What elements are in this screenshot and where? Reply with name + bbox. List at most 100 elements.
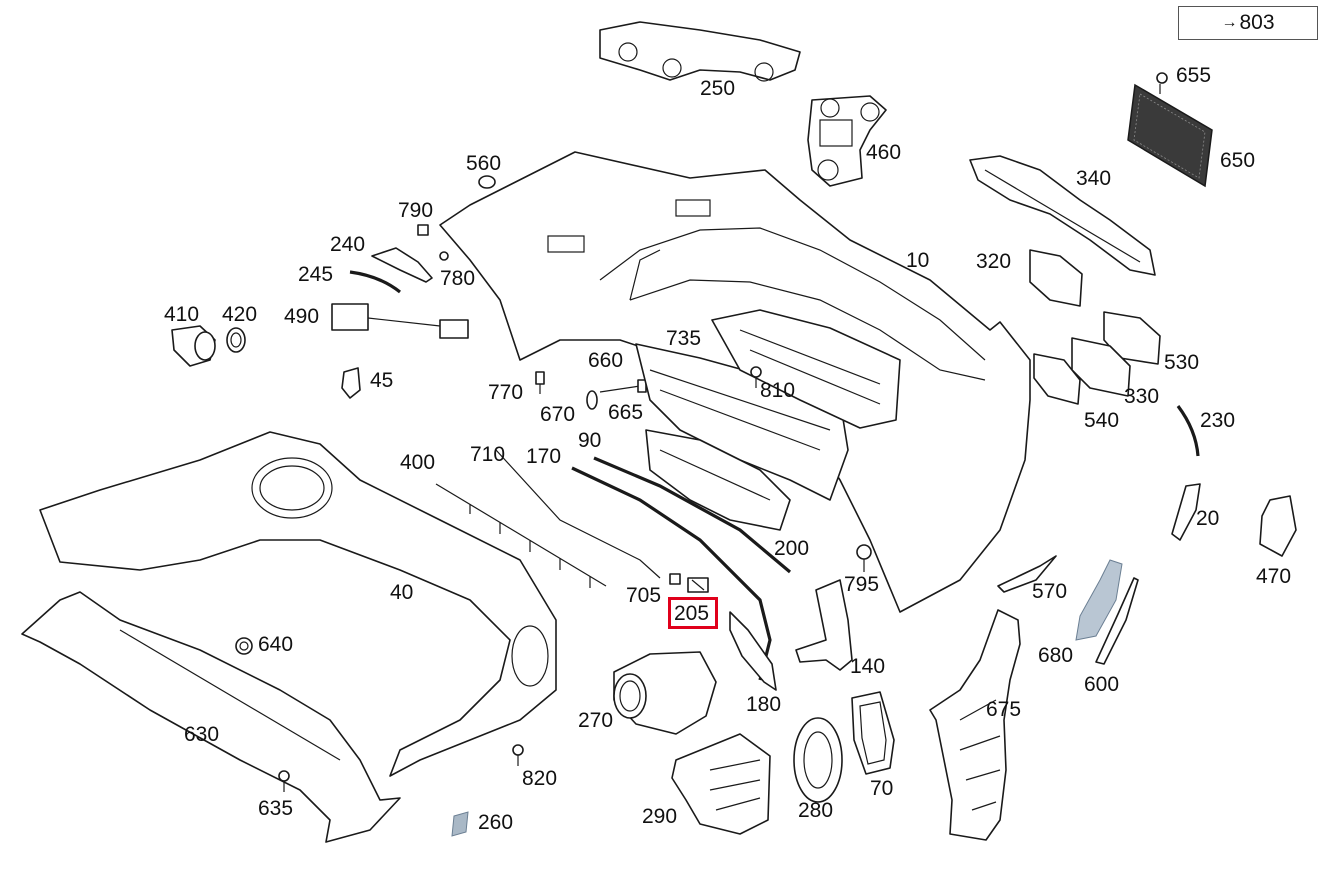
part-230: [1176, 405, 1200, 457]
part-420-ring: [226, 327, 246, 353]
part-410-sensor: [171, 325, 216, 367]
callout-490[interactable]: 490: [284, 305, 320, 328]
callout-330[interactable]: 330: [1124, 385, 1160, 408]
callout-635[interactable]: 635: [258, 797, 294, 820]
callout-90[interactable]: 90: [578, 429, 602, 452]
callout-140[interactable]: 140: [850, 655, 886, 678]
callout-460[interactable]: 460: [866, 141, 902, 164]
callout-540[interactable]: 540: [1084, 409, 1120, 432]
callout-735[interactable]: 735: [666, 327, 702, 350]
part-245: [349, 270, 401, 294]
callout-180[interactable]: 180: [746, 693, 782, 716]
reference-803-link[interactable]: → 803: [1178, 6, 1318, 40]
part-665-bolt: [599, 379, 647, 393]
part-205-clip: [687, 577, 709, 593]
part-400-harness: [435, 483, 607, 588]
callout-320[interactable]: 320: [976, 250, 1012, 273]
callout-250[interactable]: 250: [700, 77, 736, 100]
callout-20[interactable]: 20: [1196, 507, 1220, 530]
part-240: [371, 247, 433, 283]
part-40-lower-bumper: [39, 431, 557, 777]
callout-10[interactable]: 10: [906, 249, 930, 272]
part-290: [671, 733, 771, 835]
part-670-washer: [586, 390, 598, 410]
callout-410[interactable]: 410: [164, 303, 200, 326]
reference-label: 803: [1239, 11, 1275, 34]
part-705-clip: [669, 573, 681, 585]
part-810: [750, 366, 762, 388]
callout-400[interactable]: 400: [400, 451, 436, 474]
part-460: [807, 95, 887, 187]
part-655-screw: [1156, 72, 1168, 94]
callout-795[interactable]: 795: [844, 573, 880, 596]
callout-655[interactable]: 655: [1176, 64, 1212, 87]
callout-810[interactable]: 810: [760, 379, 796, 402]
part-10-bumper-cover: [439, 151, 1031, 613]
callout-290[interactable]: 290: [642, 805, 678, 828]
callout-530[interactable]: 530: [1164, 351, 1200, 374]
callout-710[interactable]: 710: [470, 443, 506, 466]
part-280: [793, 717, 843, 803]
part-680: [1075, 559, 1123, 641]
callout-230[interactable]: 230: [1200, 409, 1236, 432]
callout-705[interactable]: 705: [626, 584, 662, 607]
part-635-screw: [278, 770, 290, 792]
part-540: [1033, 353, 1081, 405]
part-795: [856, 544, 872, 572]
part-790: [417, 224, 429, 236]
callout-170[interactable]: 170: [526, 445, 562, 468]
callout-205[interactable]: 205: [674, 602, 710, 625]
callout-280[interactable]: 280: [798, 799, 834, 822]
part-70: [851, 691, 895, 775]
callout-560[interactable]: 560: [466, 152, 502, 175]
callout-790[interactable]: 790: [398, 199, 434, 222]
part-200: [645, 429, 791, 531]
part-140: [795, 579, 853, 671]
callout-340[interactable]: 340: [1076, 167, 1112, 190]
callout-670[interactable]: 670: [540, 403, 576, 426]
callout-270[interactable]: 270: [578, 709, 614, 732]
callout-680[interactable]: 680: [1038, 644, 1074, 667]
callout-820[interactable]: 820: [522, 767, 558, 790]
callout-570[interactable]: 570: [1032, 580, 1068, 603]
callout-675[interactable]: 675: [986, 698, 1022, 721]
part-530: [1103, 311, 1161, 365]
part-735-bracket: [711, 309, 901, 429]
part-20: [1171, 483, 1201, 541]
part-570: [997, 555, 1057, 593]
part-490: [331, 303, 469, 339]
callout-640[interactable]: 640: [258, 633, 294, 656]
part-340: [969, 155, 1156, 276]
callout-45[interactable]: 45: [370, 369, 394, 392]
part-780: [439, 251, 449, 261]
part-770: [535, 371, 545, 394]
part-600: [1095, 577, 1139, 665]
callout-630[interactable]: 630: [184, 723, 220, 746]
callout-240[interactable]: 240: [330, 233, 366, 256]
part-640-nut: [235, 637, 253, 655]
callout-245[interactable]: 245: [298, 263, 334, 286]
callout-770[interactable]: 770: [488, 381, 524, 404]
part-710-rod: [495, 449, 661, 579]
part-320: [1029, 249, 1083, 307]
part-470: [1259, 495, 1297, 557]
callout-200[interactable]: 200: [774, 537, 810, 560]
callout-665[interactable]: 665: [608, 401, 644, 424]
callout-660[interactable]: 660: [588, 349, 624, 372]
callout-600[interactable]: 600: [1084, 673, 1120, 696]
part-560: [478, 175, 496, 189]
callout-650[interactable]: 650: [1220, 149, 1256, 172]
part-170-strip: [571, 466, 772, 681]
part-180: [729, 611, 777, 691]
callout-470[interactable]: 470: [1256, 565, 1292, 588]
callout-260[interactable]: 260: [478, 811, 514, 834]
part-270: [613, 651, 717, 735]
callout-40[interactable]: 40: [390, 581, 414, 604]
part-675: [929, 609, 1021, 841]
callout-70[interactable]: 70: [870, 777, 894, 800]
part-90-strip: [593, 456, 792, 574]
part-820-screw: [512, 744, 524, 766]
callout-780[interactable]: 780: [440, 267, 476, 290]
callout-420[interactable]: 420: [222, 303, 258, 326]
